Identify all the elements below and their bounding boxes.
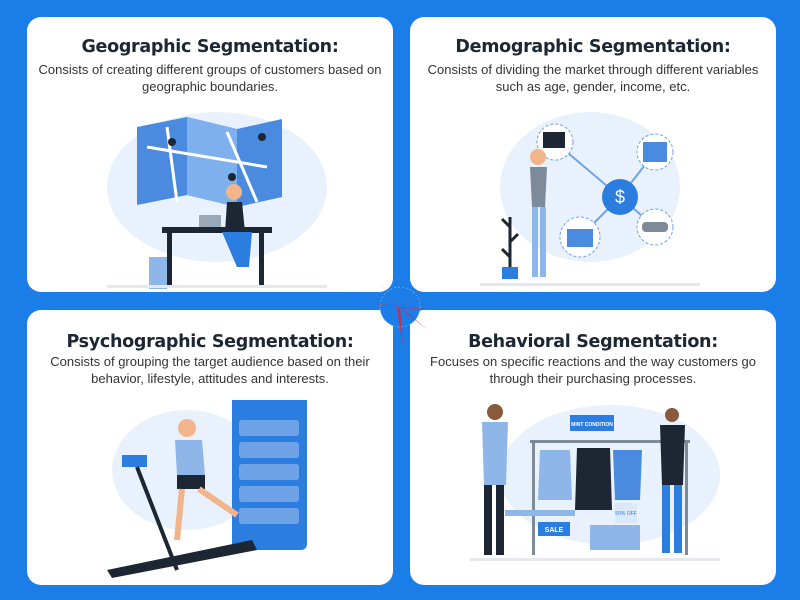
clothing-store-illustration: MINT CONDITION SALE 50% OFF (470, 404, 720, 561)
card-title: Geographic Segmentation: (81, 37, 339, 57)
treadmill-illustration (107, 400, 307, 578)
demographic-segmentation-card: Demographic Segmentation: Consists of di… (410, 17, 776, 292)
card-description: Focuses on specific reactions and the wa… (430, 354, 756, 386)
card-title: Demographic Segmentation: (455, 37, 731, 57)
dollar-icon: $ (615, 187, 625, 207)
discount-sign: 50% OFF (615, 511, 636, 517)
behavioral-segmentation-card: Behavioral Segmentation: Focuses on spec… (410, 310, 776, 585)
card-title: Behavioral Segmentation: (468, 332, 718, 352)
card-title: Psychographic Segmentation: (66, 332, 354, 352)
card-description: Consists of dividing the market through … (427, 62, 759, 94)
psychographic-segmentation-card: Psychographic Segmentation: Consists of … (27, 310, 393, 585)
sale-sign: SALE (545, 527, 564, 534)
demographics-illustration: $ (480, 112, 700, 286)
geographic-segmentation-card: Geographic Segmentation: Consists of cre… (27, 17, 393, 292)
map-illustration (107, 112, 327, 289)
card-description: Consists of creating different groups of… (38, 62, 382, 94)
compass-rose-logo (360, 282, 440, 347)
card-description: Consists of grouping the target audience… (50, 354, 370, 386)
mint-condition-sign: MINT CONDITION (571, 422, 613, 428)
